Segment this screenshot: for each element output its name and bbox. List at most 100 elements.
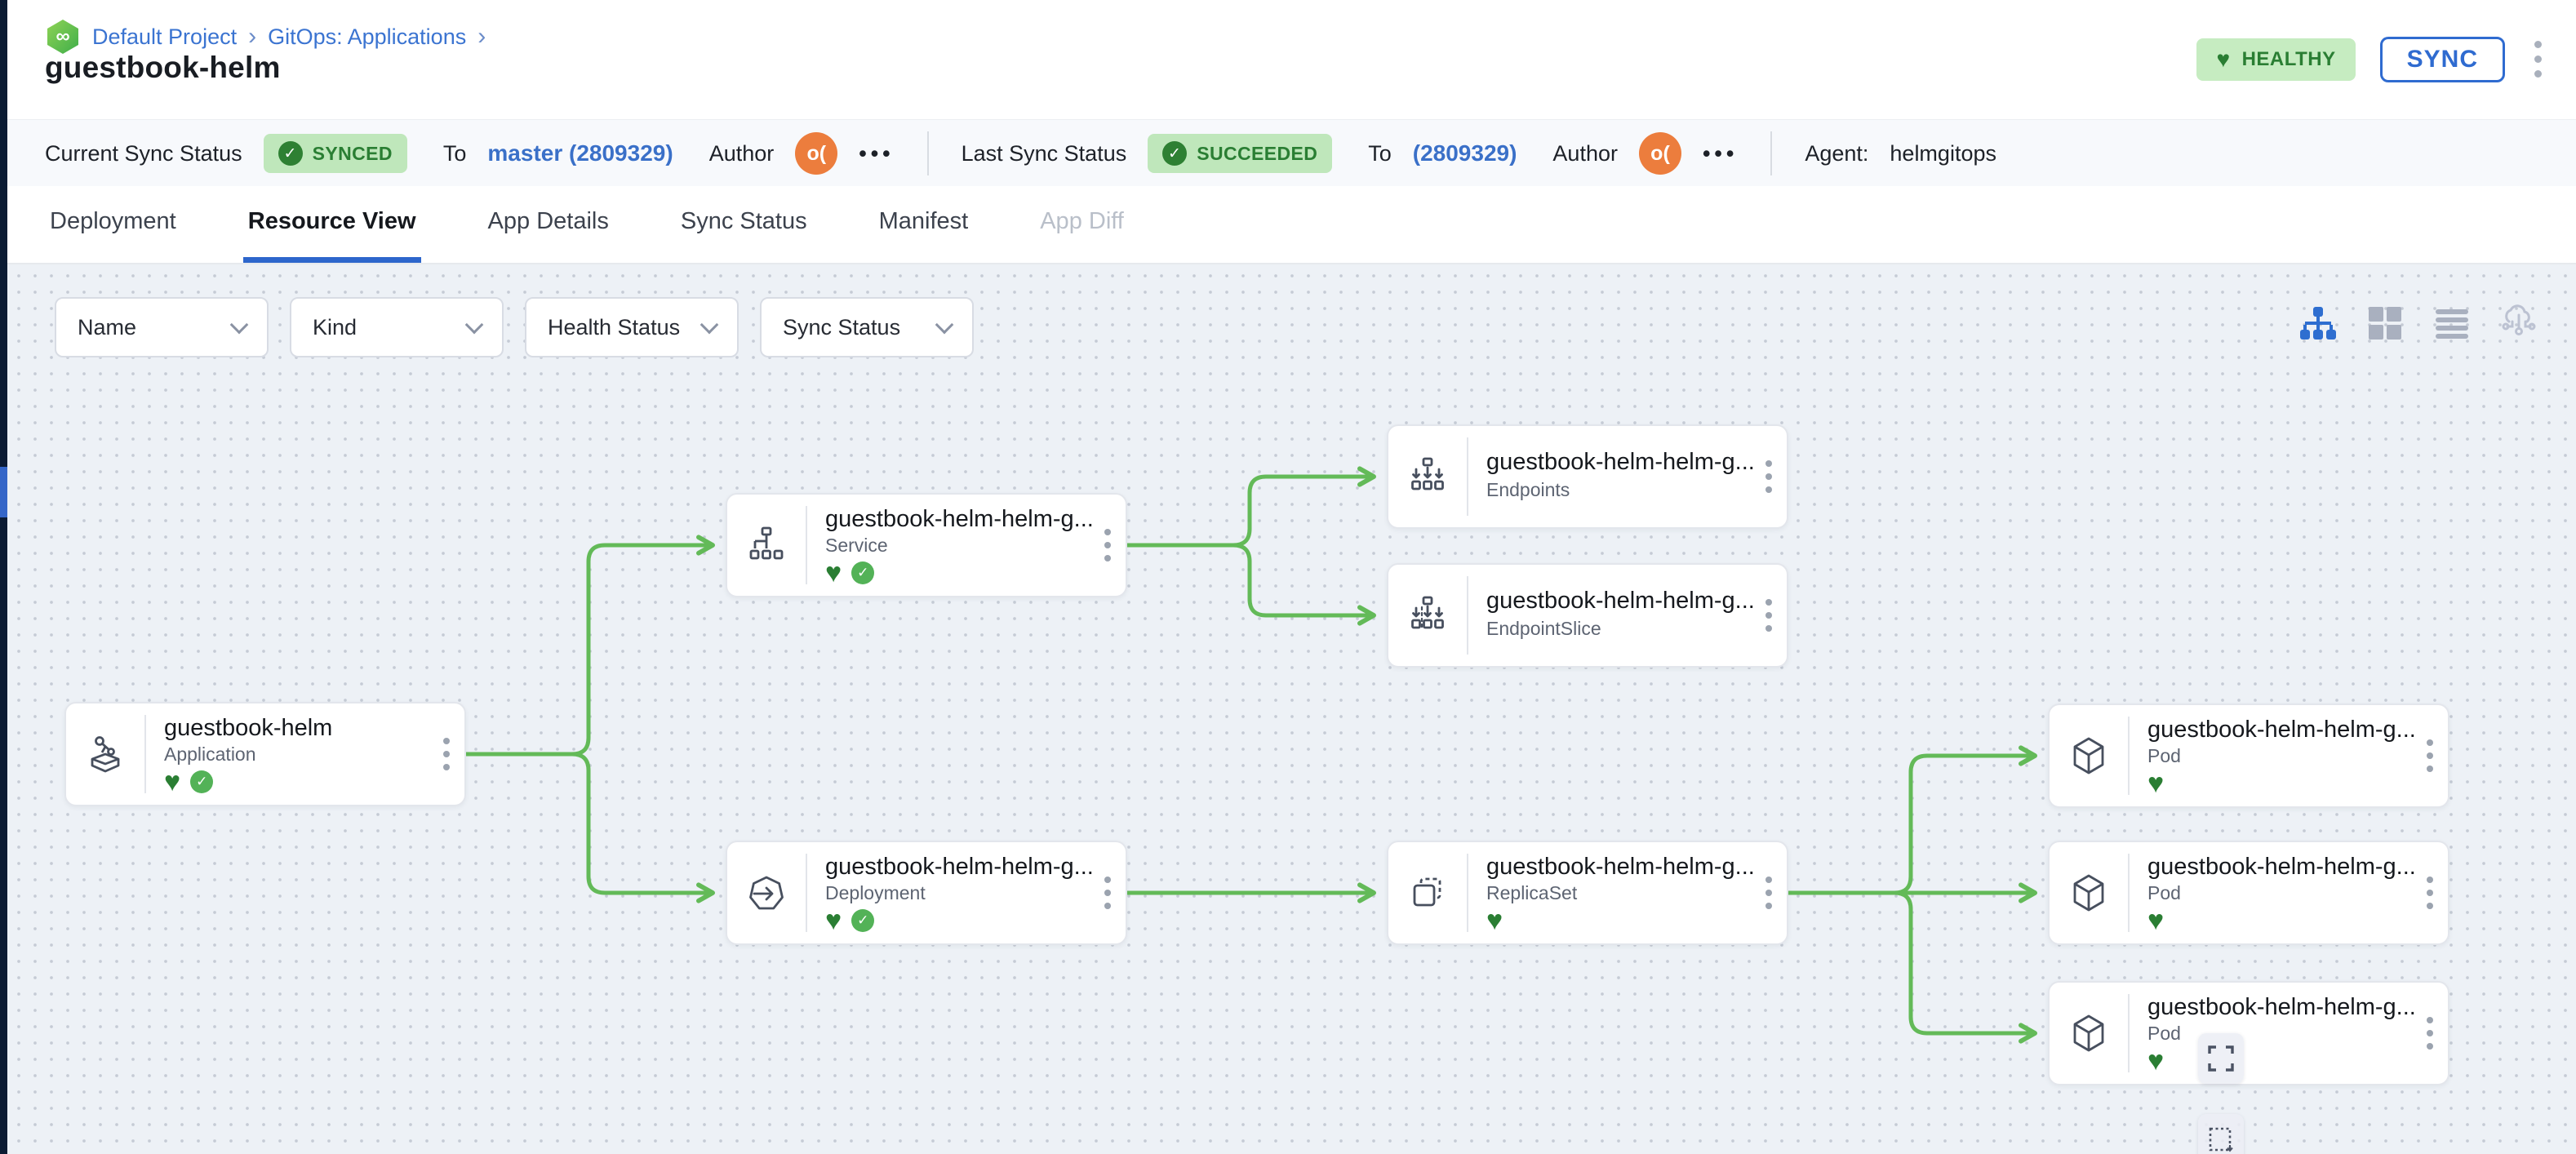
fit-view-button[interactable]: [2198, 1033, 2244, 1084]
synced-badge-label: SYNCED: [312, 142, 393, 164]
health-badge-label: HEALTHY: [2241, 47, 2336, 70]
node-kind: Endpoints: [1486, 479, 1570, 500]
resource-node-endpointslice[interactable]: guestbook-helm-helm-g... EndpointSlice: [1387, 563, 1788, 668]
node-menu-button[interactable]: [1090, 842, 1126, 943]
check-circle-icon: ✓: [1162, 141, 1188, 166]
resource-node-endpoints[interactable]: guestbook-helm-helm-g... Endpoints: [1387, 424, 1788, 529]
last-revision-link[interactable]: (2809329): [1412, 140, 1517, 166]
tab-sync-status[interactable]: Sync Status: [680, 208, 807, 234]
author-avatar[interactable]: o(: [795, 132, 838, 175]
sync-button[interactable]: SYNC: [2379, 36, 2505, 82]
pod-icon: [2050, 983, 2128, 1084]
grid-view-icon[interactable]: [2364, 302, 2406, 344]
sync-check-icon: ✓: [851, 909, 875, 932]
resource-node-pod-1[interactable]: guestbook-helm-helm-g... Pod ♥: [2048, 703, 2449, 808]
health-heart-icon: ♥: [2147, 905, 2165, 936]
resource-node-deployment[interactable]: guestbook-helm-helm-g... Deployment ♥ ✓: [726, 841, 1127, 945]
node-kind: Application: [164, 743, 256, 765]
dashed-selection-icon: [2209, 1127, 2233, 1152]
selection-mode-button[interactable]: [2198, 1114, 2244, 1154]
header-menu-button[interactable]: [2529, 36, 2547, 82]
current-sync-status-label: Current Sync Status: [45, 140, 242, 166]
agent-label: Agent:: [1805, 140, 1869, 166]
svg-text:∞: ∞: [56, 25, 69, 47]
current-revision-link[interactable]: master (2809329): [487, 140, 673, 166]
to-label: To: [442, 140, 467, 166]
node-menu-button[interactable]: [1751, 842, 1787, 943]
node-title: guestbook-helm-helm-g...: [1486, 854, 1755, 880]
node-kind: ReplicaSet: [1486, 882, 1578, 903]
pod-icon: [2050, 705, 2128, 806]
expand-icon: [2208, 1045, 2234, 1072]
author-label: Author: [708, 140, 775, 166]
replicaset-icon: [1388, 842, 1467, 943]
breadcrumb-link-applications[interactable]: GitOps: Applications: [268, 24, 467, 49]
resource-tree-canvas[interactable]: Name Kind Health Status Sync Status: [7, 263, 2576, 1154]
author-label: Author: [1552, 140, 1618, 166]
resource-node-service[interactable]: guestbook-helm-helm-g... Service ♥ ✓: [726, 493, 1127, 597]
author-avatar[interactable]: o(: [1638, 132, 1681, 175]
node-kind: Pod: [2147, 882, 2181, 903]
node-title: guestbook-helm-helm-g...: [825, 506, 1094, 532]
health-heart-icon: ♥: [2147, 768, 2165, 799]
divider: [926, 131, 929, 175]
health-heart-icon: ♥: [825, 905, 842, 936]
nav-rail: [0, 0, 7, 1154]
node-menu-button[interactable]: [1090, 495, 1126, 596]
health-heart-icon: ♥: [825, 557, 842, 588]
filter-label: Name: [78, 314, 137, 340]
divider: [1770, 131, 1773, 175]
heart-icon: ♥: [2216, 46, 2231, 72]
filter-sync-status-dropdown[interactable]: Sync Status: [760, 297, 974, 357]
pod-icon: [2050, 842, 2128, 943]
node-kind: Service: [825, 535, 888, 556]
commit-more-button[interactable]: •••: [1702, 140, 1739, 166]
node-menu-button[interactable]: [1751, 426, 1787, 527]
node-menu-button[interactable]: [429, 703, 464, 805]
succeeded-badge-label: SUCCEEDED: [1197, 142, 1318, 164]
resource-node-pod-3[interactable]: guestbook-helm-helm-g... Pod ♥: [2048, 981, 2449, 1085]
node-title: guestbook-helm: [164, 715, 333, 741]
breadcrumb-link-project[interactable]: Default Project: [92, 24, 238, 49]
resource-node-application[interactable]: guestbook-helm Application ♥ ✓: [64, 702, 466, 806]
chevron-down-icon: [464, 315, 484, 335]
health-heart-icon: ♥: [1486, 905, 1503, 936]
node-title: guestbook-helm-helm-g...: [2147, 854, 2416, 880]
tab-deployment[interactable]: Deployment: [50, 208, 176, 234]
node-menu-button[interactable]: [2412, 705, 2448, 806]
breadcrumb-separator: ›: [248, 23, 257, 50]
deployment-icon: [727, 842, 806, 943]
tab-manifest[interactable]: Manifest: [878, 208, 969, 234]
nav-rail-active-indicator: [0, 467, 7, 517]
node-kind: Pod: [2147, 745, 2181, 766]
gitops-logo-icon: ∞: [47, 20, 78, 54]
tab-bar: Deployment Resource View App Details Syn…: [7, 186, 2576, 264]
filter-label: Sync Status: [783, 314, 901, 340]
filter-kind-dropdown[interactable]: Kind: [290, 297, 504, 357]
service-icon: [727, 495, 806, 596]
page-title: guestbook-helm: [45, 51, 281, 84]
node-kind: EndpointSlice: [1486, 618, 1601, 639]
commit-more-button[interactable]: •••: [859, 140, 895, 166]
filter-name-dropdown[interactable]: Name: [55, 297, 269, 357]
node-menu-button[interactable]: [1751, 565, 1787, 666]
filter-health-status-dropdown[interactable]: Health Status: [525, 297, 739, 357]
list-view-icon[interactable]: [2431, 302, 2473, 344]
cloud-view-icon[interactable]: [2498, 302, 2540, 344]
node-menu-button[interactable]: [2412, 983, 2448, 1084]
tab-app-details[interactable]: App Details: [487, 208, 609, 234]
page-header: ∞ Default Project › GitOps: Applications…: [7, 0, 2576, 119]
chevron-down-icon: [229, 315, 249, 335]
to-label: To: [1368, 140, 1392, 166]
tab-resource-view[interactable]: Resource View: [242, 186, 421, 263]
application-icon: [66, 703, 144, 805]
node-title: guestbook-helm-helm-g...: [1486, 449, 1755, 475]
node-menu-button[interactable]: [2412, 842, 2448, 943]
endpointslice-icon: [1388, 565, 1467, 666]
resource-node-pod-2[interactable]: guestbook-helm-helm-g... Pod ♥: [2048, 841, 2449, 945]
resource-node-replicaset[interactable]: guestbook-helm-helm-g... ReplicaSet ♥: [1387, 841, 1788, 945]
last-sync-status-label: Last Sync Status: [961, 140, 1127, 166]
tree-view-icon[interactable]: [2297, 302, 2339, 344]
chevron-down-icon: [935, 315, 954, 335]
status-bar: Current Sync Status ✓ SYNCED To master (…: [7, 119, 2576, 188]
